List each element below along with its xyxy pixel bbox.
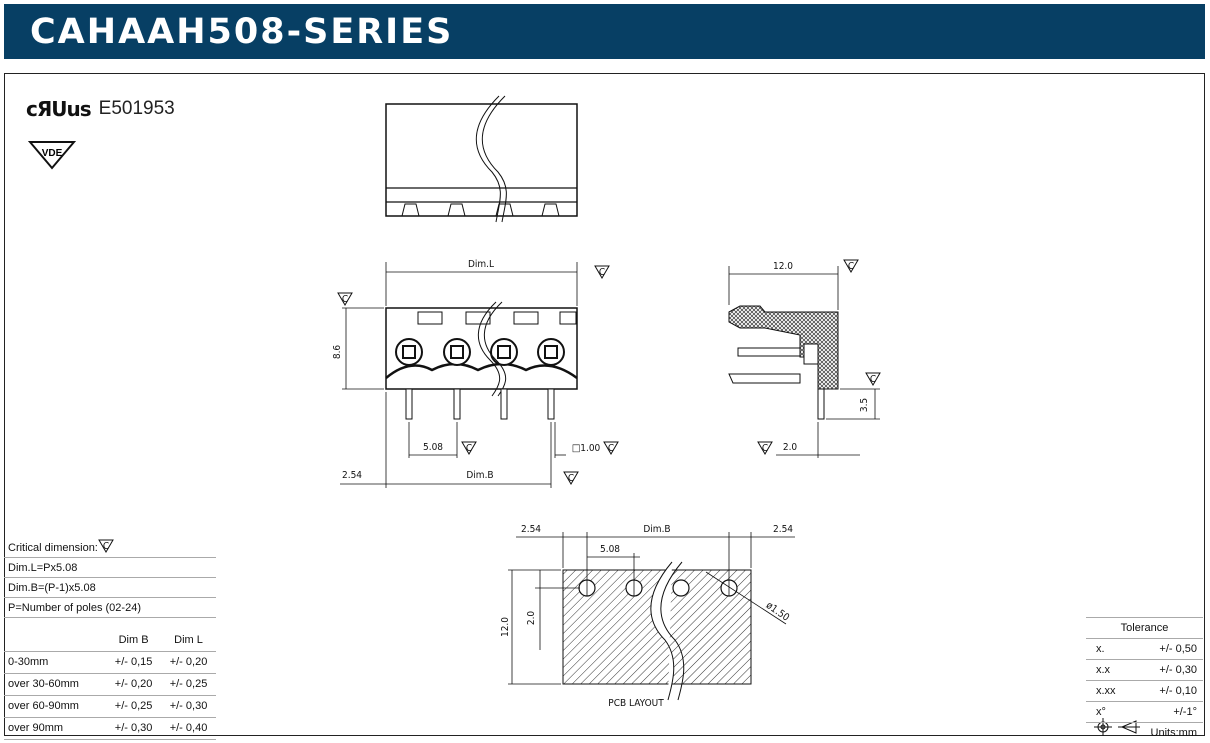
tolerance-row: x.xx +/- 0,10 (1086, 681, 1203, 702)
tolerance-table: Tolerance x. +/- 0,50 x.x +/- 0,30 x.xx … (1086, 617, 1203, 743)
drawing-frame (4, 73, 1205, 736)
tolerance-precision: x.xx (1096, 685, 1116, 697)
table-cell: +/- 0,40 (169, 722, 208, 734)
tolerance-row: x. +/- 0,50 (1086, 639, 1203, 660)
critical-mark-label: C (608, 443, 614, 454)
front-view-dimensions (340, 262, 578, 488)
pcb-offset-label: 2.0 (526, 611, 537, 626)
height-8-6-label: 8.6 (332, 345, 343, 360)
tolerance-row: x.x +/- 0,30 (1086, 660, 1203, 681)
tolerance-precision: x.x (1096, 664, 1111, 676)
table-cell: over 60-90mm (8, 700, 79, 712)
pcb-dim-b-label: Dim.B (643, 524, 670, 535)
width-12-label: 12.0 (773, 261, 793, 272)
critical-mark-label: C (599, 267, 605, 278)
page-title: CAHAAH508-SERIES (30, 12, 454, 52)
table-row: 0-30mm +/- 0,15 +/- 0,20 (4, 652, 216, 674)
offset-2-54-label: 2.54 (342, 470, 362, 481)
table-row: over 90mm +/- 0,30 +/- 0,40 (4, 718, 216, 740)
notes-table: Critical dimension: Dim.L=Px5.08 Dim.B=(… (4, 538, 216, 618)
tolerance-precision: x. (1096, 643, 1105, 655)
pcb-layout (562, 561, 752, 701)
critical-mark-label: C (342, 294, 348, 305)
header-bar: CAHAAH508-SERIES (4, 4, 1205, 59)
dim-l-label: Dim.L (468, 259, 494, 270)
units-row: Units:mm (1086, 723, 1203, 743)
dim-b-label: Dim.B (466, 470, 493, 481)
table-cell: over 30-60mm (8, 678, 79, 690)
side-view (728, 305, 839, 420)
critical-dimension-note: Critical dimension: (4, 538, 216, 558)
tolerance-value: +/- 0,10 (1159, 685, 1197, 697)
table-cell: +/- 0,20 (169, 656, 208, 668)
table-header-cell (4, 630, 106, 651)
units-label: Units:mm (1150, 727, 1197, 739)
pcb-left-offset-label: 2.54 (521, 524, 541, 535)
front-view (385, 301, 578, 420)
ul-file-number: E501953 (98, 98, 175, 119)
table-cell: +/- 0,20 (114, 678, 153, 690)
side-view-dimensions (728, 266, 880, 458)
table-cell: +/- 0,30 (114, 722, 153, 734)
table-cell: +/- 0,15 (114, 656, 153, 668)
poles-note: P=Number of poles (02-24) (4, 598, 216, 618)
tolerance-value: +/-1° (1173, 706, 1197, 718)
critical-mark-label: C (568, 473, 574, 484)
critical-mark-label: C (848, 261, 854, 272)
pin-offset-label: 2.0 (783, 442, 798, 453)
dimension-tolerance-table: Dim B Dim L 0-30mm +/- 0,15 +/- 0,20 ove… (4, 630, 216, 740)
svg-text:VDE: VDE (42, 148, 63, 159)
critical-mark-label: C (466, 443, 472, 454)
ul-certification: cЯUus E501953 (26, 97, 175, 121)
pin-size-label: □1.00 (572, 443, 601, 454)
table-cell: over 90mm (8, 722, 64, 734)
dim-b-formula: Dim.B=(P-1)x5.08 (4, 578, 216, 598)
table-cell: +/- 0,30 (169, 700, 208, 712)
pcb-pitch-label: 5.08 (600, 544, 620, 555)
pcb-layout-label: PCB LAYOUT (608, 698, 664, 709)
tolerance-row: x° +/-1° (1086, 702, 1203, 723)
critical-dimension-text: Critical dimension: (8, 542, 98, 554)
pitch-5-08-label: 5.08 (423, 442, 443, 453)
table-header-cell: Dim L (174, 634, 203, 646)
tolerance-precision: x° (1096, 706, 1106, 718)
table-cell: 0-30mm (8, 656, 49, 668)
pcb-height-label: 12.0 (500, 617, 511, 637)
ul-logo-icon: cЯUus (26, 97, 92, 121)
table-row: over 60-90mm +/- 0,25 +/- 0,30 (4, 696, 216, 718)
dim-l-formula: Dim.L=Px5.08 (4, 558, 216, 578)
table-row: over 30-60mm +/- 0,20 +/- 0,25 (4, 674, 216, 696)
table-cell: +/- 0,25 (169, 678, 208, 690)
vde-logo-icon: VDE (28, 141, 76, 170)
critical-mark-label: C (870, 374, 876, 385)
table-cell: +/- 0,25 (114, 700, 153, 712)
critical-mark-label: C (103, 541, 109, 552)
table-header-cell: Dim B (118, 634, 149, 646)
pin-length-label: 3.5 (859, 398, 870, 412)
table-header-row: Dim B Dim L (4, 630, 216, 652)
critical-mark-label: C (762, 443, 768, 454)
top-view (385, 95, 578, 223)
pcb-dimensions (508, 532, 795, 685)
tolerance-title: Tolerance (1086, 617, 1203, 639)
pcb-right-offset-label: 2.54 (773, 524, 793, 535)
tolerance-value: +/- 0,30 (1159, 664, 1197, 676)
projection-icon (1094, 718, 1140, 736)
tolerance-value: +/- 0,50 (1159, 643, 1197, 655)
